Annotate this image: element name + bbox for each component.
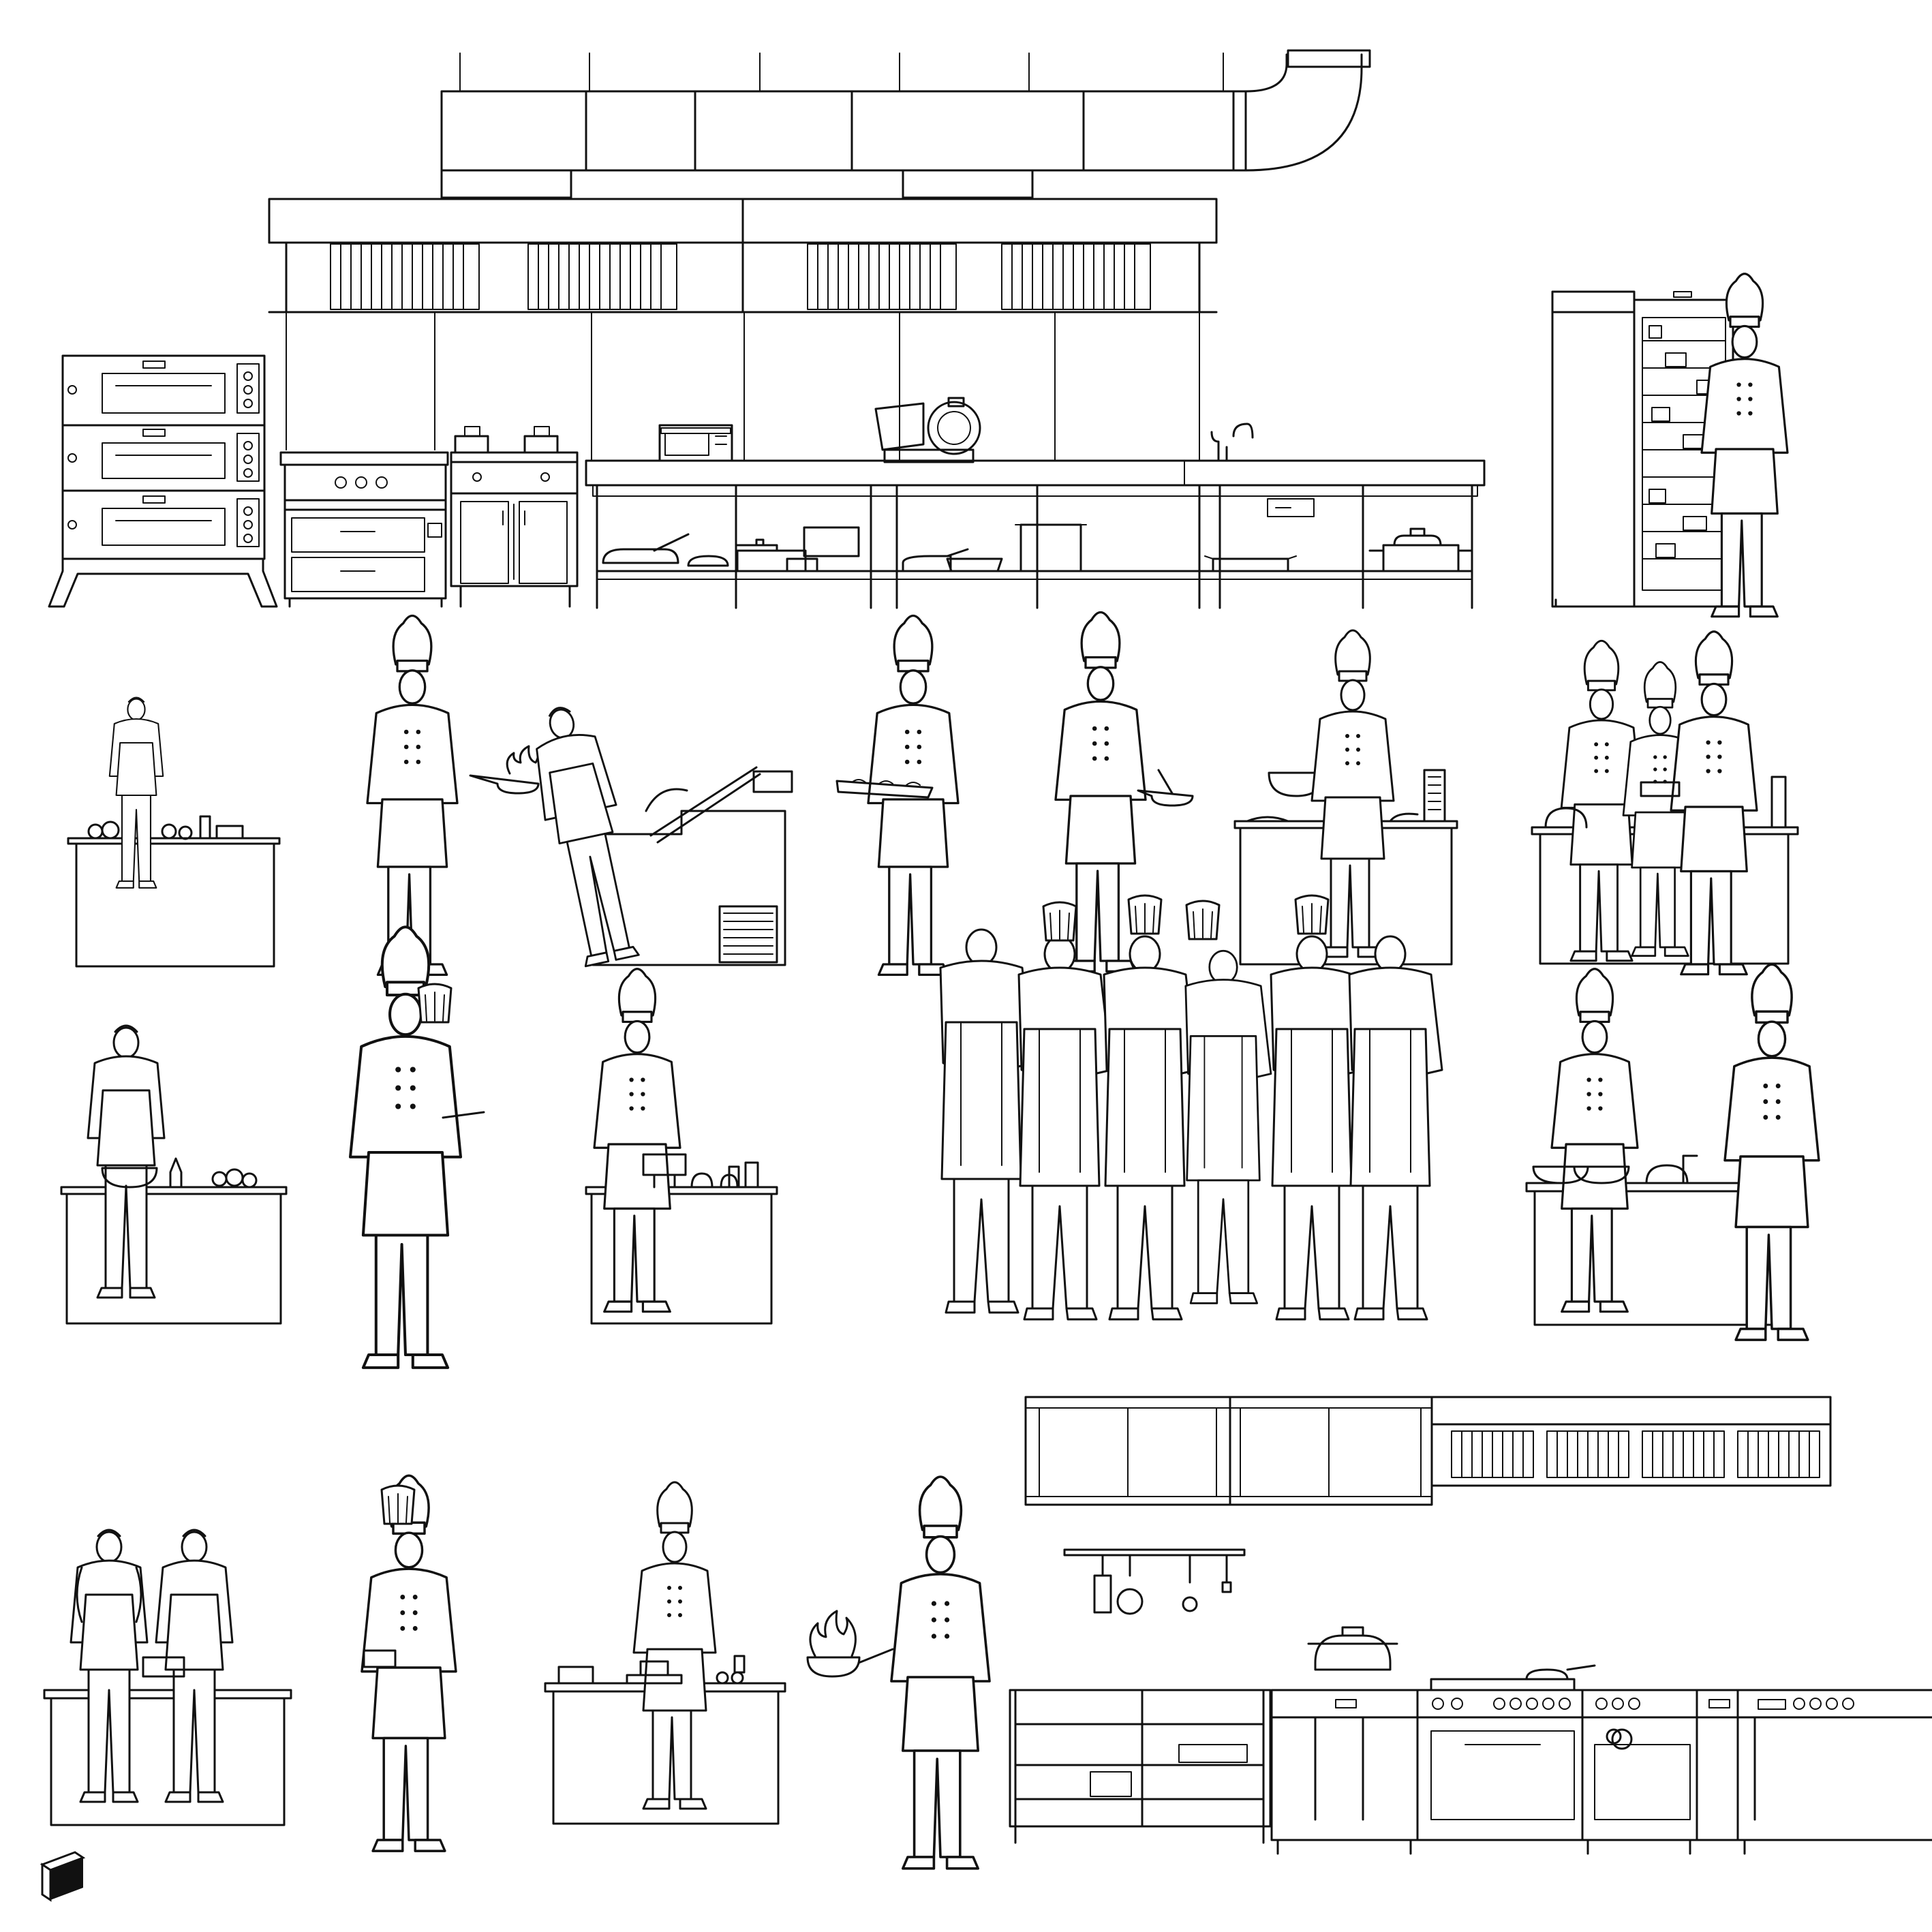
backsplash-panels xyxy=(286,311,1200,461)
worktables xyxy=(585,397,1486,609)
chef-flame-wok xyxy=(806,1475,991,1870)
exhaust-duct xyxy=(440,49,1371,199)
chef-at-fridge xyxy=(1700,273,1789,618)
meat-slicer xyxy=(874,397,981,463)
chef-stirring-pan xyxy=(1054,611,1194,973)
deck-oven xyxy=(48,354,278,608)
chef-mixing-bowl-station xyxy=(1233,629,1458,966)
cooking-line-range xyxy=(1009,1626,1932,1855)
chef-plating-dish xyxy=(544,1481,786,1825)
chef-decorating-cake xyxy=(585,968,778,1325)
utensil-rack xyxy=(1063,1548,1246,1615)
chefs-washing-produce xyxy=(1525,963,1820,1341)
fryer-unit xyxy=(450,426,579,608)
chefs-reviewing-tablet xyxy=(1531,630,1799,976)
range-with-oven xyxy=(279,451,449,608)
couple-cooking-together xyxy=(43,1529,292,1826)
cook-grinding-pepper xyxy=(60,1024,288,1325)
kitchen-brigade-back-view xyxy=(939,894,1443,1321)
cube-logo-icon xyxy=(40,1851,86,1902)
reach-in-fridge xyxy=(1551,273,1789,618)
chef-flambe-pan xyxy=(366,614,545,977)
extraction-hood xyxy=(268,198,1218,313)
chef-with-tongs xyxy=(350,927,485,1368)
chef-carrying-tray xyxy=(835,614,960,977)
cook-at-grill-station xyxy=(522,699,793,970)
chef-with-container xyxy=(361,1474,457,1852)
cook-chopping-vegetables xyxy=(67,696,281,968)
wall-shelving-and-hood xyxy=(1024,1396,1832,1506)
